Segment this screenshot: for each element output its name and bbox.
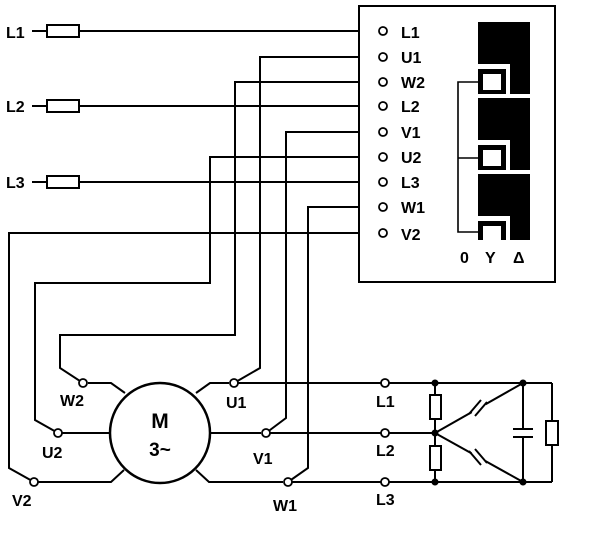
switch-label-w2: W2 — [401, 75, 425, 92]
switch-label-w1: W1 — [401, 200, 425, 217]
switch-terminal-v1 — [378, 127, 388, 137]
wire-u2 — [34, 156, 380, 434]
position-label-delta: Δ — [513, 250, 525, 267]
line-connections: L1 L2 L3 — [238, 378, 552, 509]
supply-label-l1: L1 — [6, 25, 25, 42]
motor-symbol — [108, 381, 212, 485]
motor-label-u1: U1 — [226, 395, 247, 412]
switch-label-l1: L1 — [401, 25, 420, 42]
supply-label-l3: L3 — [6, 175, 25, 192]
motor-terminal-w2 — [78, 378, 88, 388]
wire-v2 — [8, 232, 380, 483]
position-label-off: 0 — [460, 250, 469, 267]
switch-terminal-l1 — [378, 26, 388, 36]
switch-terminal-labels: L1 U1 W2 L2 V1 U2 L3 W1 V2 — [401, 25, 425, 244]
switch-label-l2: L2 — [401, 99, 420, 116]
line-label-l3: L3 — [376, 492, 395, 509]
wire-w2 — [59, 81, 380, 384]
wire-v1 — [265, 131, 380, 434]
motor: M 3~ W2 U1 U2 V1 V2 W1 — [12, 378, 297, 515]
motor-label-u2: U2 — [42, 445, 63, 462]
switch-contact-blocks — [478, 22, 530, 240]
fuse-l1 — [46, 24, 80, 38]
switch-terminal-l3 — [378, 177, 388, 187]
switch-label-u1: U1 — [401, 50, 422, 67]
supply-line-l3: L3 — [6, 175, 380, 192]
supply-line-l1: L1 — [6, 24, 380, 42]
wire-u1 — [233, 56, 380, 384]
line-terminal-l1 — [380, 378, 390, 388]
motor-terminal-u2 — [53, 428, 63, 438]
switch-label-v1: V1 — [401, 125, 421, 142]
switch-label-u2: U2 — [401, 150, 422, 167]
capacitor-upper-plate-a — [468, 399, 482, 415]
motor-label-w1: W1 — [273, 498, 297, 515]
position-label-star: Y — [485, 250, 496, 267]
supply-line-l2: L2 — [6, 99, 380, 116]
capacitor-upper-plate-b — [474, 401, 488, 417]
switch-position-labels: 0 Y Δ — [460, 250, 525, 267]
motor-letter: M — [151, 410, 169, 433]
wire-w1 — [287, 206, 380, 483]
motor-terminal-labels: W2 U1 U2 V1 V2 W1 — [12, 393, 297, 515]
switch-terminal-u2 — [378, 152, 388, 162]
motor-terminal-u1 — [229, 378, 239, 388]
switch-terminal-v2 — [378, 228, 388, 238]
motor-terminal-v1 — [261, 428, 271, 438]
capacitor-lower-plate-b — [474, 448, 488, 464]
resistor-right — [545, 420, 559, 446]
switch-terminal-w1 — [378, 202, 388, 212]
fuse-l2 — [46, 99, 80, 113]
switch-star-bridge — [457, 81, 483, 233]
switch-label-l3: L3 — [401, 175, 420, 192]
resistor-lower — [429, 445, 442, 471]
line-label-l2: L2 — [376, 443, 395, 460]
switch-terminal-u1 — [378, 52, 388, 62]
capacitor-lower-plate-a — [468, 450, 482, 466]
line-terminal-l2 — [380, 428, 390, 438]
fuse-l3 — [46, 175, 80, 189]
motor-feed-wires — [8, 56, 380, 483]
switch-terminal-w2 — [378, 77, 388, 87]
switch-terminals — [378, 26, 388, 238]
motor-terminal-w1 — [283, 477, 293, 487]
motor-label-v1: V1 — [253, 451, 273, 468]
line-label-l1: L1 — [376, 394, 395, 411]
motor-phase: 3~ — [149, 440, 171, 461]
switch-label-v2: V2 — [401, 227, 421, 244]
resistor-upper — [429, 394, 442, 420]
line-terminal-l3 — [380, 477, 390, 487]
star-delta-switch: L1 U1 W2 L2 V1 U2 L3 W1 V2 0 Y Δ — [358, 5, 556, 283]
motor-terminal-v2 — [29, 477, 39, 487]
motor-label-v2: V2 — [12, 493, 32, 510]
rc-network — [429, 379, 559, 486]
supply-label-l2: L2 — [6, 99, 25, 116]
switch-terminal-l2 — [378, 101, 388, 111]
motor-label-w2: W2 — [60, 393, 84, 410]
